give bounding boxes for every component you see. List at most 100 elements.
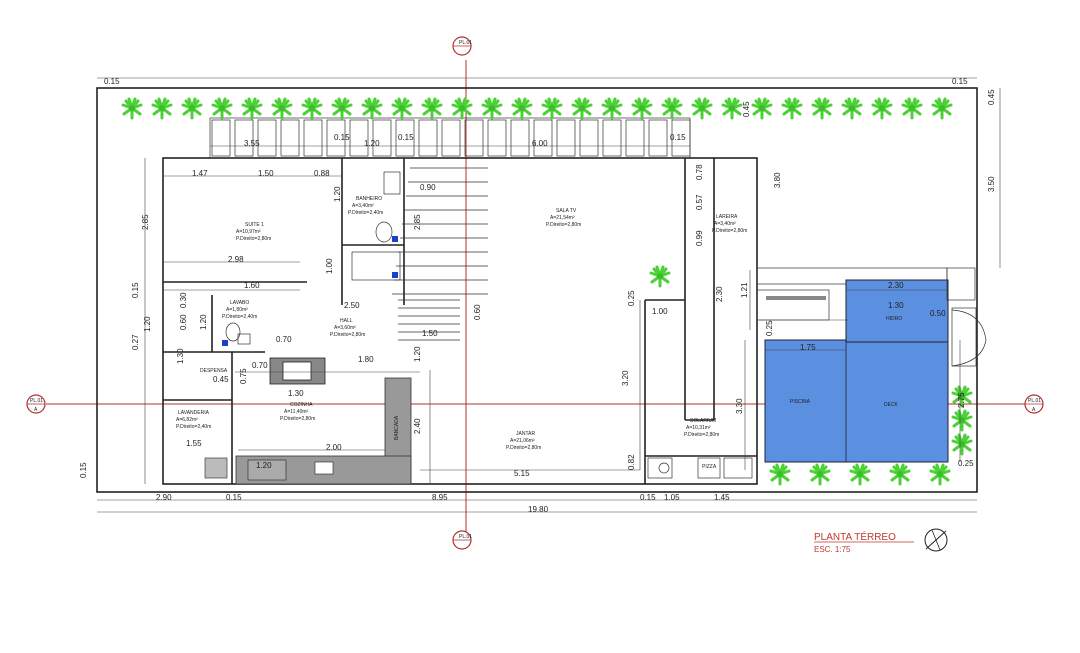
pergola-slat xyxy=(464,119,484,157)
svg-text:0.60: 0.60 xyxy=(179,314,188,330)
svg-text:1.20: 1.20 xyxy=(333,186,342,202)
plant-icon xyxy=(811,97,833,120)
pergola-slat xyxy=(372,119,392,157)
svg-text:P.Direito=2,80m: P.Direito=2,80m xyxy=(684,432,719,438)
svg-text:P.Direito=2,40m: P.Direito=2,40m xyxy=(222,314,257,320)
svg-text:0.70: 0.70 xyxy=(252,361,268,370)
room-despensa: DESPENSA xyxy=(200,368,228,374)
svg-text:0.99: 0.99 xyxy=(695,230,704,246)
svg-text:1.75: 1.75 xyxy=(800,343,816,352)
svg-text:1.00: 1.00 xyxy=(652,307,668,316)
plant-icon xyxy=(721,97,743,120)
house-walls xyxy=(162,157,758,485)
svg-text:0.15: 0.15 xyxy=(640,493,656,502)
plant-icon xyxy=(571,97,593,120)
svg-text:0.70: 0.70 xyxy=(276,335,292,344)
svg-text:P.Direito=2,80m: P.Direito=2,80m xyxy=(236,236,271,242)
plant-icon xyxy=(951,409,973,432)
svg-text:SOLARIUM: SOLARIUM xyxy=(690,418,716,424)
plant-icon xyxy=(391,97,413,120)
plant-icon xyxy=(601,97,623,120)
pergola-slat xyxy=(211,119,231,157)
plant-icon xyxy=(809,463,831,486)
svg-text:0.25: 0.25 xyxy=(765,320,774,336)
pergola-slat xyxy=(303,119,323,157)
pergola-slat xyxy=(533,119,553,157)
drawing-title: PLANTA TÉRREO xyxy=(814,530,896,543)
svg-text:DESPENSA: DESPENSA xyxy=(200,368,228,374)
section-marker-letter: A xyxy=(34,407,38,413)
svg-text:DECK: DECK xyxy=(884,402,899,408)
svg-text:0.90: 0.90 xyxy=(420,183,436,192)
svg-text:0.15: 0.15 xyxy=(334,133,350,142)
svg-text:1.47: 1.47 xyxy=(192,169,208,178)
svg-text:2.30: 2.30 xyxy=(888,281,904,290)
svg-text:1.80: 1.80 xyxy=(358,355,374,364)
plant-icon xyxy=(691,97,713,120)
svg-text:0.15: 0.15 xyxy=(79,462,88,478)
plant-icon xyxy=(331,97,353,120)
svg-text:0.50: 0.50 xyxy=(930,309,946,318)
plant-icon xyxy=(889,463,911,486)
svg-text:3.55: 3.55 xyxy=(244,139,260,148)
pergola-slat xyxy=(510,119,530,157)
pergola-slat xyxy=(326,119,346,157)
pergola-slat xyxy=(418,119,438,157)
svg-text:P.Direito=2,80m: P.Direito=2,80m xyxy=(546,222,581,228)
section-marker-bottom: PL.01 xyxy=(452,530,472,550)
plant-icon xyxy=(871,97,893,120)
svg-text:2.30: 2.30 xyxy=(715,286,724,302)
bathroom-fixtures xyxy=(222,171,401,346)
svg-text:A=3,40m²: A=3,40m² xyxy=(714,221,736,227)
svg-text:0.15: 0.15 xyxy=(104,77,120,86)
svg-text:P.Direito=2,80m: P.Direito=2,80m xyxy=(330,332,365,338)
pergola-slat xyxy=(257,119,277,157)
pergola-slat xyxy=(395,119,415,157)
svg-text:HALL: HALL xyxy=(340,318,353,324)
svg-text:A=21,54m²: A=21,54m² xyxy=(550,215,575,221)
lot-boundary xyxy=(96,87,978,493)
plant-icon xyxy=(181,97,203,120)
svg-text:3.80: 3.80 xyxy=(773,172,782,188)
section-marker-label: PL.01 xyxy=(30,398,43,404)
pergola-slat xyxy=(648,119,668,157)
svg-text:2.85: 2.85 xyxy=(413,214,422,230)
plant-icon xyxy=(951,433,973,456)
pergola-slat xyxy=(234,119,254,157)
svg-text:1.50: 1.50 xyxy=(258,169,274,178)
svg-text:0.75: 0.75 xyxy=(239,368,248,384)
svg-text:2.50: 2.50 xyxy=(344,301,360,310)
svg-text:6.00: 6.00 xyxy=(532,139,548,148)
svg-text:1.20: 1.20 xyxy=(199,314,208,330)
svg-text:0.78: 0.78 xyxy=(695,164,704,180)
plant-icon xyxy=(151,97,173,120)
svg-text:LAVABO: LAVABO xyxy=(230,300,249,306)
svg-text:LAVANDERIA: LAVANDERIA xyxy=(178,410,210,416)
svg-text:1.60: 1.60 xyxy=(244,281,260,290)
plant-icon xyxy=(769,463,791,486)
svg-text:COZINHA: COZINHA xyxy=(290,402,313,408)
svg-text:2.98: 2.98 xyxy=(228,255,244,264)
svg-text:0.45: 0.45 xyxy=(213,375,229,384)
section-marker-top: PL.01 xyxy=(452,36,472,56)
plant-icon xyxy=(901,97,923,120)
svg-text:0.30: 0.30 xyxy=(179,292,188,308)
svg-text:0.15: 0.15 xyxy=(398,133,414,142)
pool xyxy=(764,339,949,463)
plant-icon xyxy=(781,97,803,120)
svg-text:PIZZA: PIZZA xyxy=(702,464,717,470)
plant-icon xyxy=(849,463,871,486)
svg-text:1.50: 1.50 xyxy=(422,329,438,338)
plant-icon xyxy=(361,97,383,120)
svg-text:2.40: 2.40 xyxy=(413,418,422,434)
